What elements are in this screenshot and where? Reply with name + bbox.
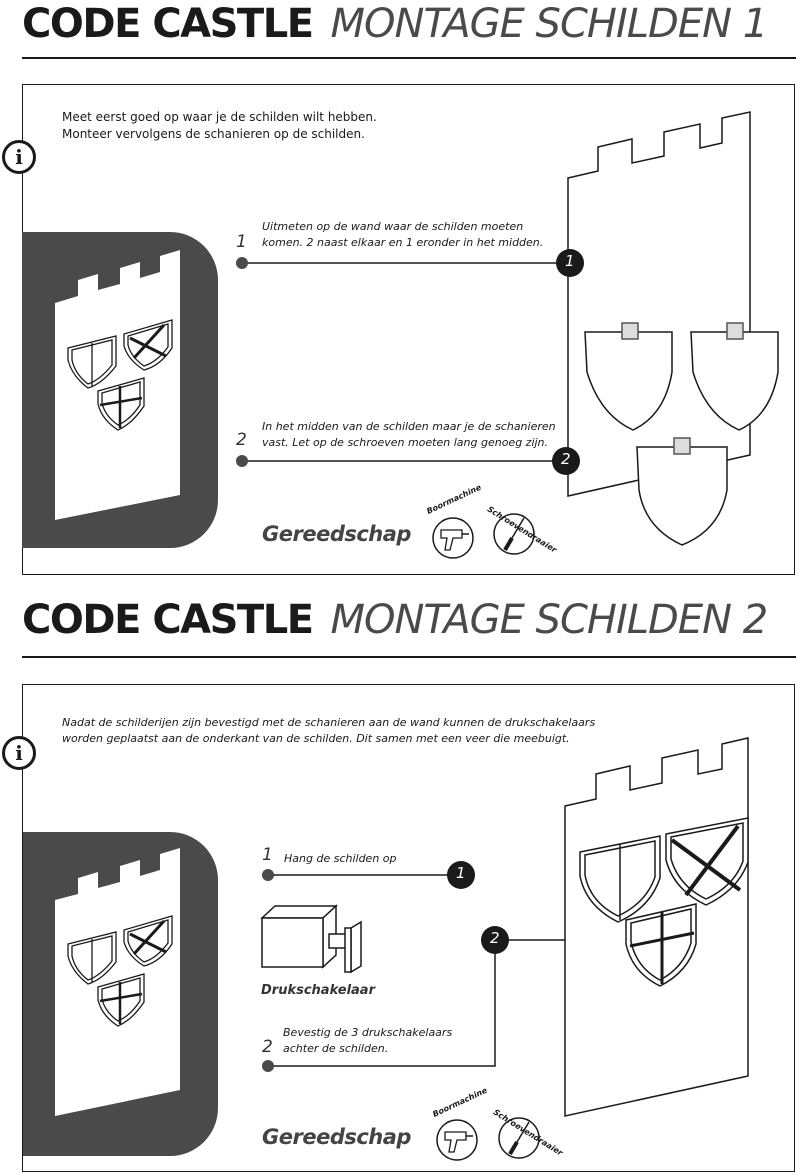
step2-text-line2: vast. Let op de schroeven moeten lang ge… [262,436,549,449]
step1-leader [236,257,568,269]
step-badge-2-1 [447,861,475,889]
section2-header: CODE CASTLE MONTAGE SCHILDEN 2 [22,596,769,644]
step-number-1: 1 [236,232,247,252]
large-shields-2 [579,817,749,987]
push-switch-label: Drukschakelaar [261,983,375,998]
info-icon-2: i [2,736,36,770]
intro-line-1: Meet eerst goed op waar je de schilden w… [62,110,377,124]
step2-text-line1: In het midden van de schilden maar je de… [262,420,556,433]
screwdriver-icon [493,513,535,555]
step-badge-2-2 [481,926,509,954]
step2-leader-2 [262,939,628,1072]
step2-2-number: 2 [262,1037,273,1057]
info-icon: i [2,140,36,174]
step-badge-label-2: 2 [561,450,571,468]
page-title-2: MONTAGE SCHILDEN 2 [330,597,769,643]
brand-title-2: CODE CASTLE [22,597,314,643]
page-title: MONTAGE SCHILDEN 1 [330,1,769,47]
step-badge-2 [552,447,580,475]
intro-line-2: Monteer vervolgens de schanieren op de s… [62,127,365,141]
step-badge-1 [556,249,584,277]
brand-title: CODE CASTLE [22,1,314,47]
header-divider [22,57,796,59]
step1-text-line2: komen. 2 naast elkaar en 1 eronder in he… [262,236,544,249]
castle-wall-1 [567,111,751,497]
step-number-2: 2 [236,430,247,450]
step-badge-label-2-2: 2 [490,929,500,947]
intro2-line-1: Nadat de schilderijen zijn bevestigd met… [62,716,596,729]
small-shields-2 [67,915,173,1027]
step1-text-line1: Uitmeten op de wand waar de schilden moe… [262,220,524,233]
screwdriver-icon-2 [498,1117,540,1159]
instruction-panel-2 [22,684,795,1172]
tools-label: Gereedschap [262,522,411,546]
step-badge-label-2-1: 1 [456,864,466,882]
section1-header: CODE CASTLE MONTAGE SCHILDEN 1 [22,0,769,48]
intro2-line-2: worden geplaatst aan de onderkant van de… [62,732,570,745]
small-shields-1 [67,319,173,431]
step2-2-text-line2: achter de schilden. [283,1042,389,1055]
step-badge-label-1: 1 [565,252,575,270]
tools-label-2: Gereedschap [262,1125,411,1149]
step2-1-number: 1 [262,845,273,865]
drill-icon [432,517,474,559]
step2-2-text-line1: Bevestig de 3 drukschakelaars [283,1026,453,1039]
drill-icon-2 [436,1119,478,1161]
header-divider-2 [22,656,796,658]
push-switch-illustration [260,904,362,974]
step2-1-text: Hang de schilden op [284,852,397,865]
large-shields-1 [584,322,779,546]
step1-leader-2 [262,869,460,881]
